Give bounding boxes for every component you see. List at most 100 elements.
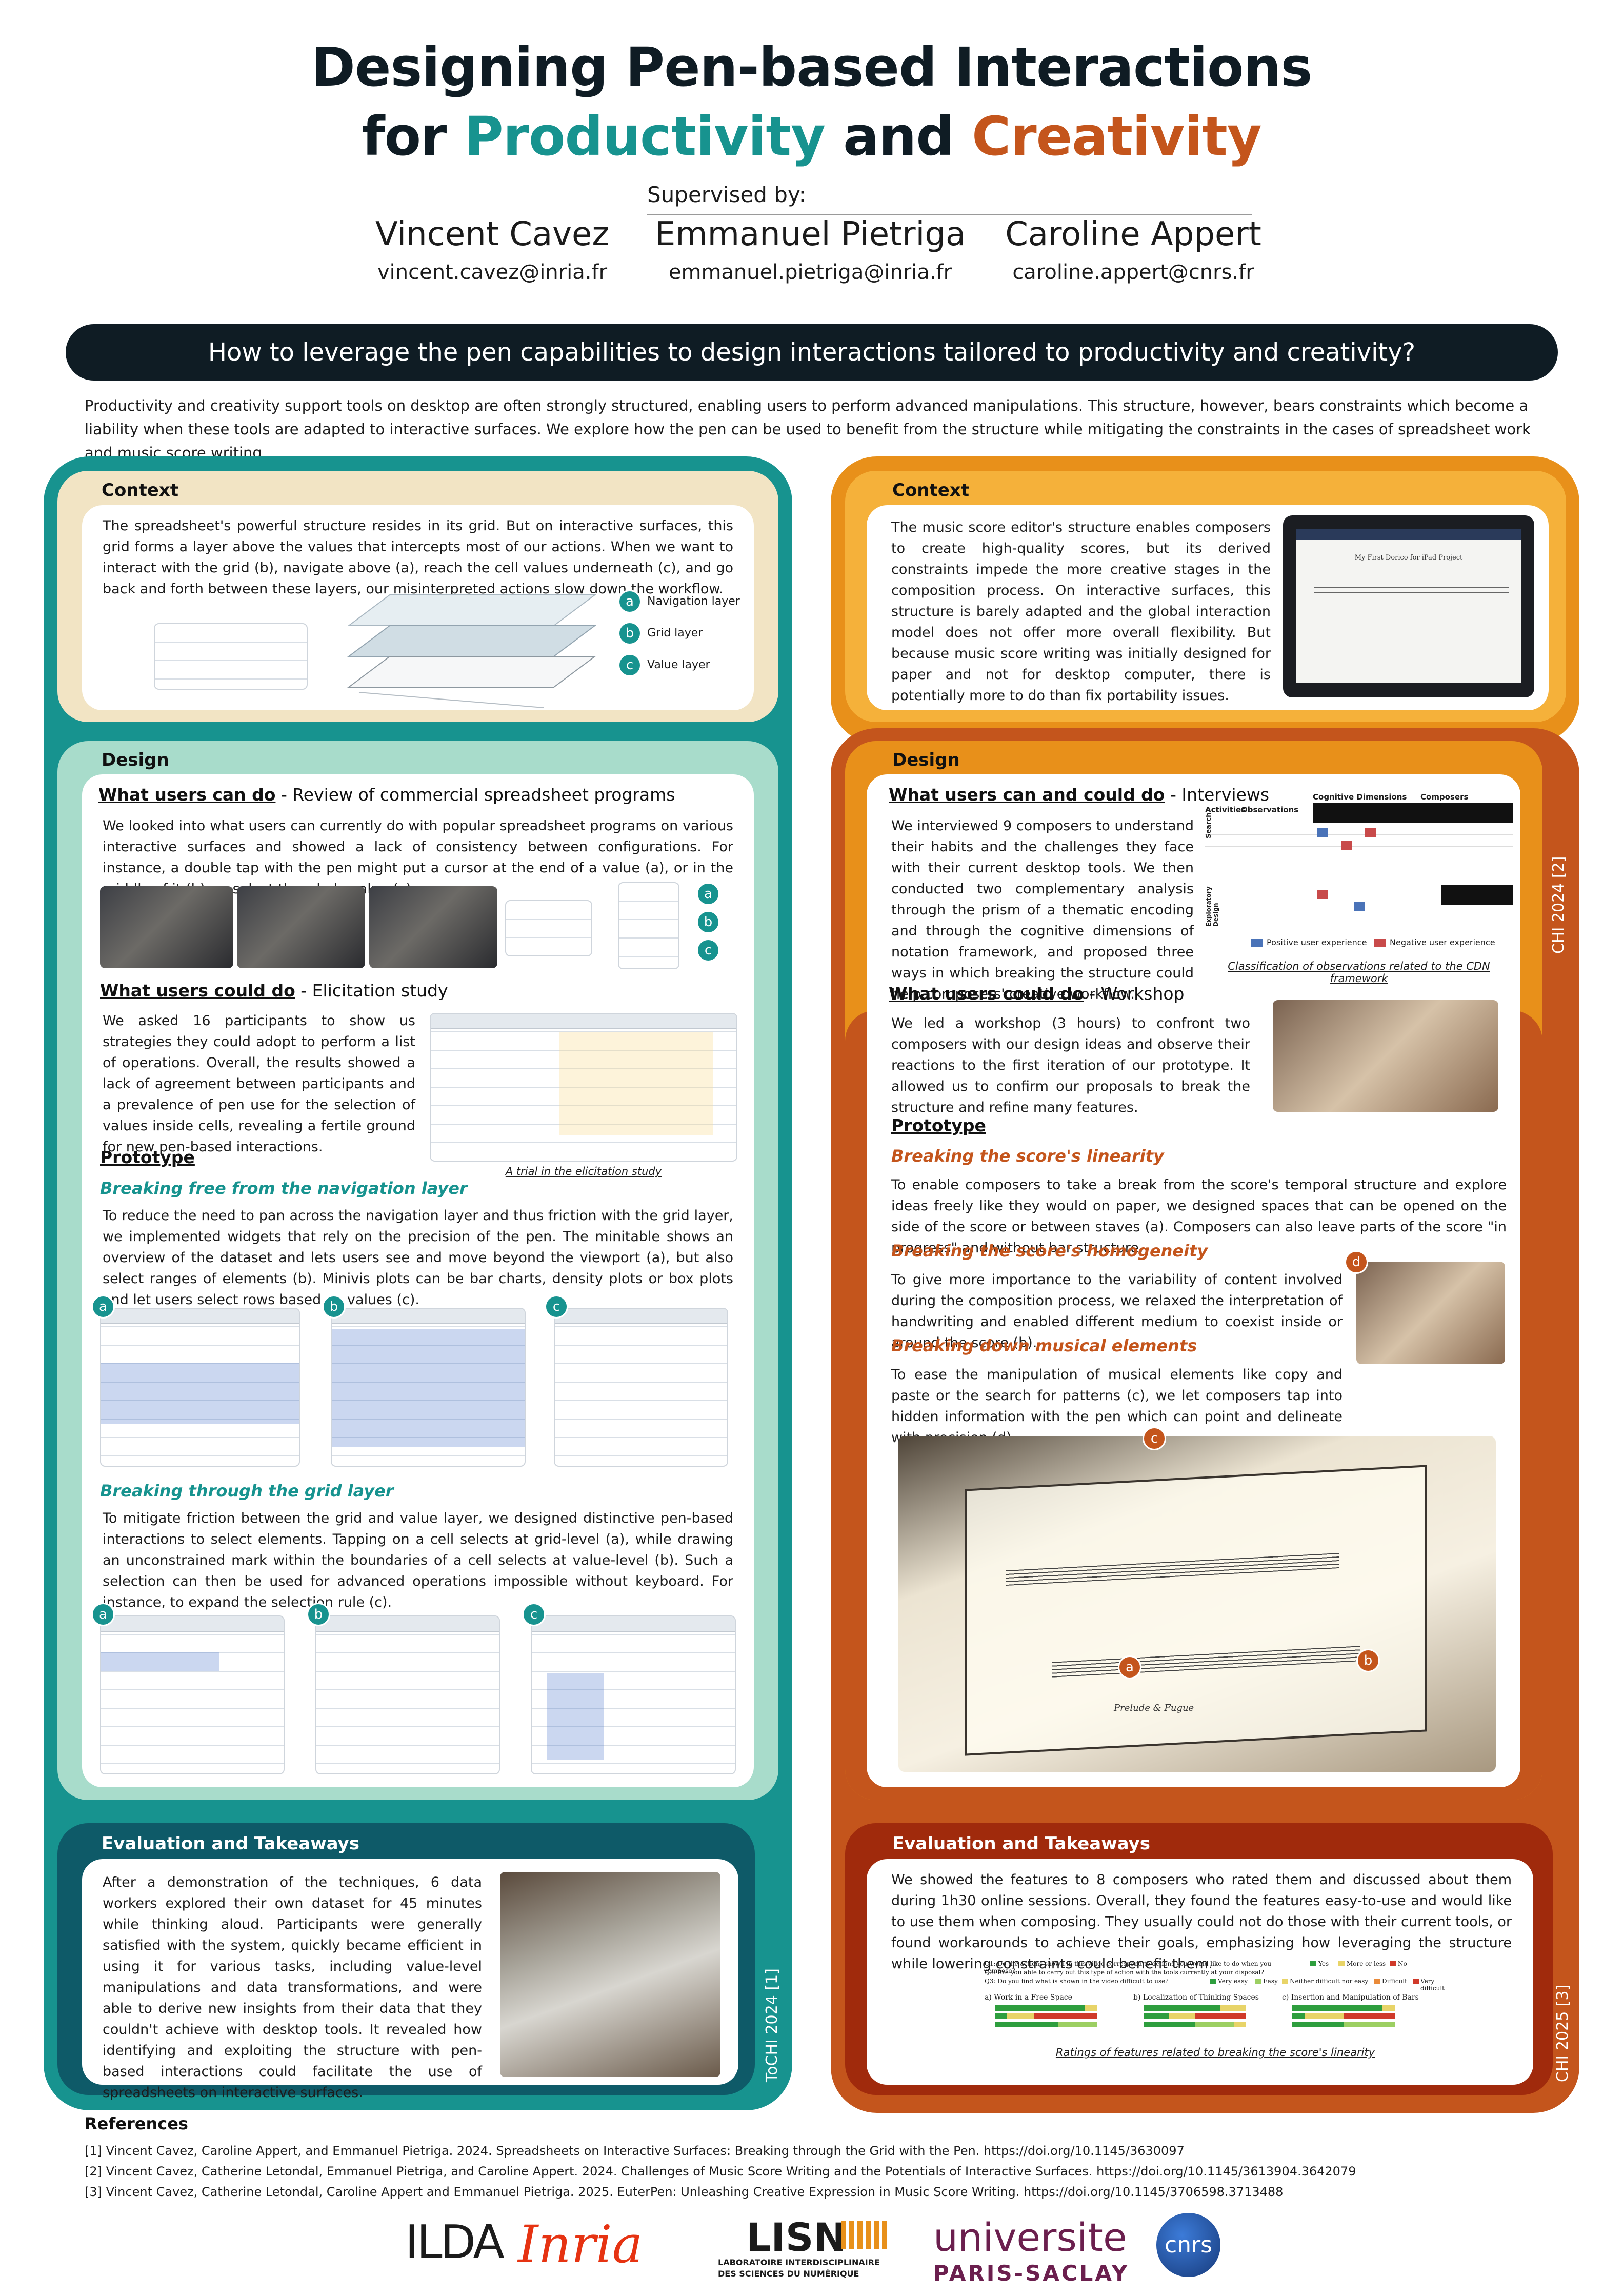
author-name-2: Emmanuel Pietriga: [654, 215, 966, 253]
cdn-composer-cells: [1441, 885, 1513, 905]
score-editor-title: My First Dorico for iPad Project: [1354, 554, 1463, 562]
elements-text: To ease the manipulation of musical elem…: [891, 1367, 1343, 1446]
legend-very-easy: Very easy: [1218, 1978, 1248, 1985]
left-context-text: The spreadsheet's powerful structure res…: [103, 518, 733, 597]
legend-no: No: [1398, 1960, 1407, 1967]
right-prototype-heading: Prototype: [891, 1115, 986, 1135]
feature-c-label: c) Insertion and Manipulation of Bars: [1282, 1993, 1419, 2002]
interviews-subtitle: - Interviews: [1165, 785, 1270, 805]
nav-badge-b: b: [322, 1295, 346, 1319]
left-design-heading: Design: [102, 750, 169, 770]
score-staff: [1314, 585, 1509, 596]
legend-negative: Negative user experience: [1390, 937, 1495, 947]
left-context-heading: Context: [102, 480, 179, 501]
cdn-cell-negative-2: [1365, 828, 1376, 837]
right-eval-heading: Evaluation and Takeaways: [892, 1833, 1150, 1854]
supervised-divider: [647, 214, 1252, 215]
rating-question-2: Q2: Are you able to carry out this type …: [985, 1969, 1264, 1976]
elicitation-trial-figure: [430, 1013, 737, 1162]
grid-figure-b: [315, 1615, 500, 1774]
supervised-by: Supervised by:: [647, 182, 806, 207]
workshop-photo: [1273, 1000, 1498, 1112]
title-productivity: Productivity: [464, 105, 826, 168]
badge-b: b: [618, 622, 642, 645]
layer-label-value: Value layer: [647, 658, 710, 671]
score-badge-c: c: [1143, 1427, 1166, 1450]
nav-layer-text: To reduce the need to pan across the nav…: [103, 1208, 733, 1308]
workshop-heading: What users could do - Workshop: [889, 984, 1185, 1004]
feature-b-label: b) Localization of Thinking Spaces: [1133, 1993, 1259, 2002]
grid-figure-c: [531, 1615, 736, 1774]
legend-positive: Positive user experience: [1267, 937, 1367, 947]
review-subtitle: - Review of commercial spreadsheet progr…: [275, 785, 675, 805]
right-eval-text: We showed the features to 8 composers wh…: [891, 1872, 1512, 1972]
legend-easy: Easy: [1263, 1978, 1278, 1985]
score-prototype-screen: [965, 1465, 1427, 1756]
grid-badge-c: c: [522, 1603, 546, 1626]
poster-title-line2: for Productivity and Creativity: [0, 105, 1623, 168]
workshop-title: What users could do: [889, 984, 1084, 1004]
review-photo-a: [100, 886, 233, 968]
legend-neither: Neither difficult nor easy: [1290, 1978, 1369, 1985]
score-editor-screen: [1296, 529, 1521, 683]
cdn-header-activities: Activities: [1205, 805, 1246, 814]
legend-very-difficult: Very difficult: [1420, 1978, 1445, 1992]
score-editor-toolbar: [1296, 529, 1521, 540]
score-badge-b: b: [1356, 1649, 1380, 1672]
review-photo-c: [369, 886, 497, 968]
cdn-caption: Classification of observations related t…: [1228, 960, 1490, 985]
interviews-heading: What users can and could do - Interviews: [889, 785, 1269, 805]
review-heading: What users can do - Review of commercial…: [98, 785, 675, 805]
reference-3[interactable]: [3] Vincent Cavez, Catherine Letondal, C…: [85, 2185, 1284, 2199]
right-context-heading: Context: [892, 480, 970, 501]
elicit-heading: What users could do - Elicitation study: [100, 981, 448, 1001]
review-badge-b: b: [696, 910, 720, 934]
author-name-1: Vincent Cavez: [375, 215, 610, 253]
universite-logo: universite: [933, 2214, 1127, 2260]
cdn-cell-negative: [1341, 841, 1352, 850]
grid-layer-text: To mitigate friction between the grid an…: [103, 1510, 733, 1610]
homogeneity-text: To give more importance to the variabili…: [891, 1272, 1343, 1351]
cdn-header-composers: Composers: [1420, 792, 1469, 802]
cdn-header-observations: Observations: [1241, 805, 1299, 814]
ratings-figure: Q1: Do the actions shown in this video c…: [985, 1960, 1446, 2063]
rating-question-1: Q1: Do the actions shown in this video c…: [985, 1960, 1272, 1974]
score-editor-tablet: My First Dorico for iPad Project: [1283, 515, 1534, 697]
author-email-3[interactable]: caroline.appert@cnrs.fr: [1012, 261, 1254, 284]
title-for: for: [362, 105, 465, 168]
elicit-title: What users could do: [100, 981, 295, 1001]
layer-stack-illustration: [347, 594, 596, 708]
right-design-heading: Design: [892, 750, 960, 770]
reference-2[interactable]: [2] Vincent Cavez, Catherine Letondal, E…: [85, 2164, 1356, 2179]
reference-1[interactable]: [1] Vincent Cavez, Caroline Appert, and …: [85, 2144, 1185, 2158]
legend-yes: Yes: [1318, 1960, 1329, 1967]
nav-badge-a: a: [91, 1295, 115, 1319]
spreadsheet-thumbnail: [154, 623, 308, 690]
right-eval-card: [867, 1859, 1533, 2085]
review-cell-after: [618, 882, 679, 969]
lisn-logo-sub1: LABORATOIRE INTERDISCIPLINAIRE: [718, 2258, 880, 2267]
review-badge-a: a: [696, 882, 720, 906]
lisn-logo-sub2: DES SCIENCES DU NUMÉRIQUE: [718, 2269, 859, 2279]
cdn-cell-positive-2: [1354, 902, 1365, 911]
elicit-caption: A trial in the elicitation study: [505, 1165, 662, 1177]
paris-saclay-logo: PARIS-SACLAY: [933, 2261, 1130, 2286]
cdn-rows-search: [1205, 823, 1513, 869]
cdn-header-band: [1313, 803, 1513, 823]
layer-label-grid: Grid layer: [647, 627, 703, 640]
research-question-bar: How to leverage the pen capabilities to …: [66, 324, 1558, 381]
inria-logo: Inria: [518, 2214, 643, 2274]
references-heading: References: [85, 2114, 188, 2133]
nav-layer-heading: Breaking free from the navigation layer: [100, 1179, 468, 1198]
left-eval-photo: [500, 1872, 720, 2077]
left-eval-side-label: ToCHI 2024 [1]: [763, 1968, 781, 2082]
minitable-figure-b: [331, 1308, 526, 1467]
author-name-3: Caroline Appert: [1005, 215, 1261, 253]
title-creativity: Creativity: [972, 105, 1262, 168]
author-email-2[interactable]: emmanuel.pietriga@inria.fr: [668, 261, 952, 284]
ratings-caption: Ratings of features related to breaking …: [1055, 2046, 1375, 2059]
cdn-row-search: Search: [1205, 812, 1213, 838]
author-email-1[interactable]: vincent.cavez@inria.fr: [377, 261, 608, 284]
lisn-logo: LISN: [746, 2214, 847, 2260]
legend-positive-swatch: [1251, 939, 1263, 947]
